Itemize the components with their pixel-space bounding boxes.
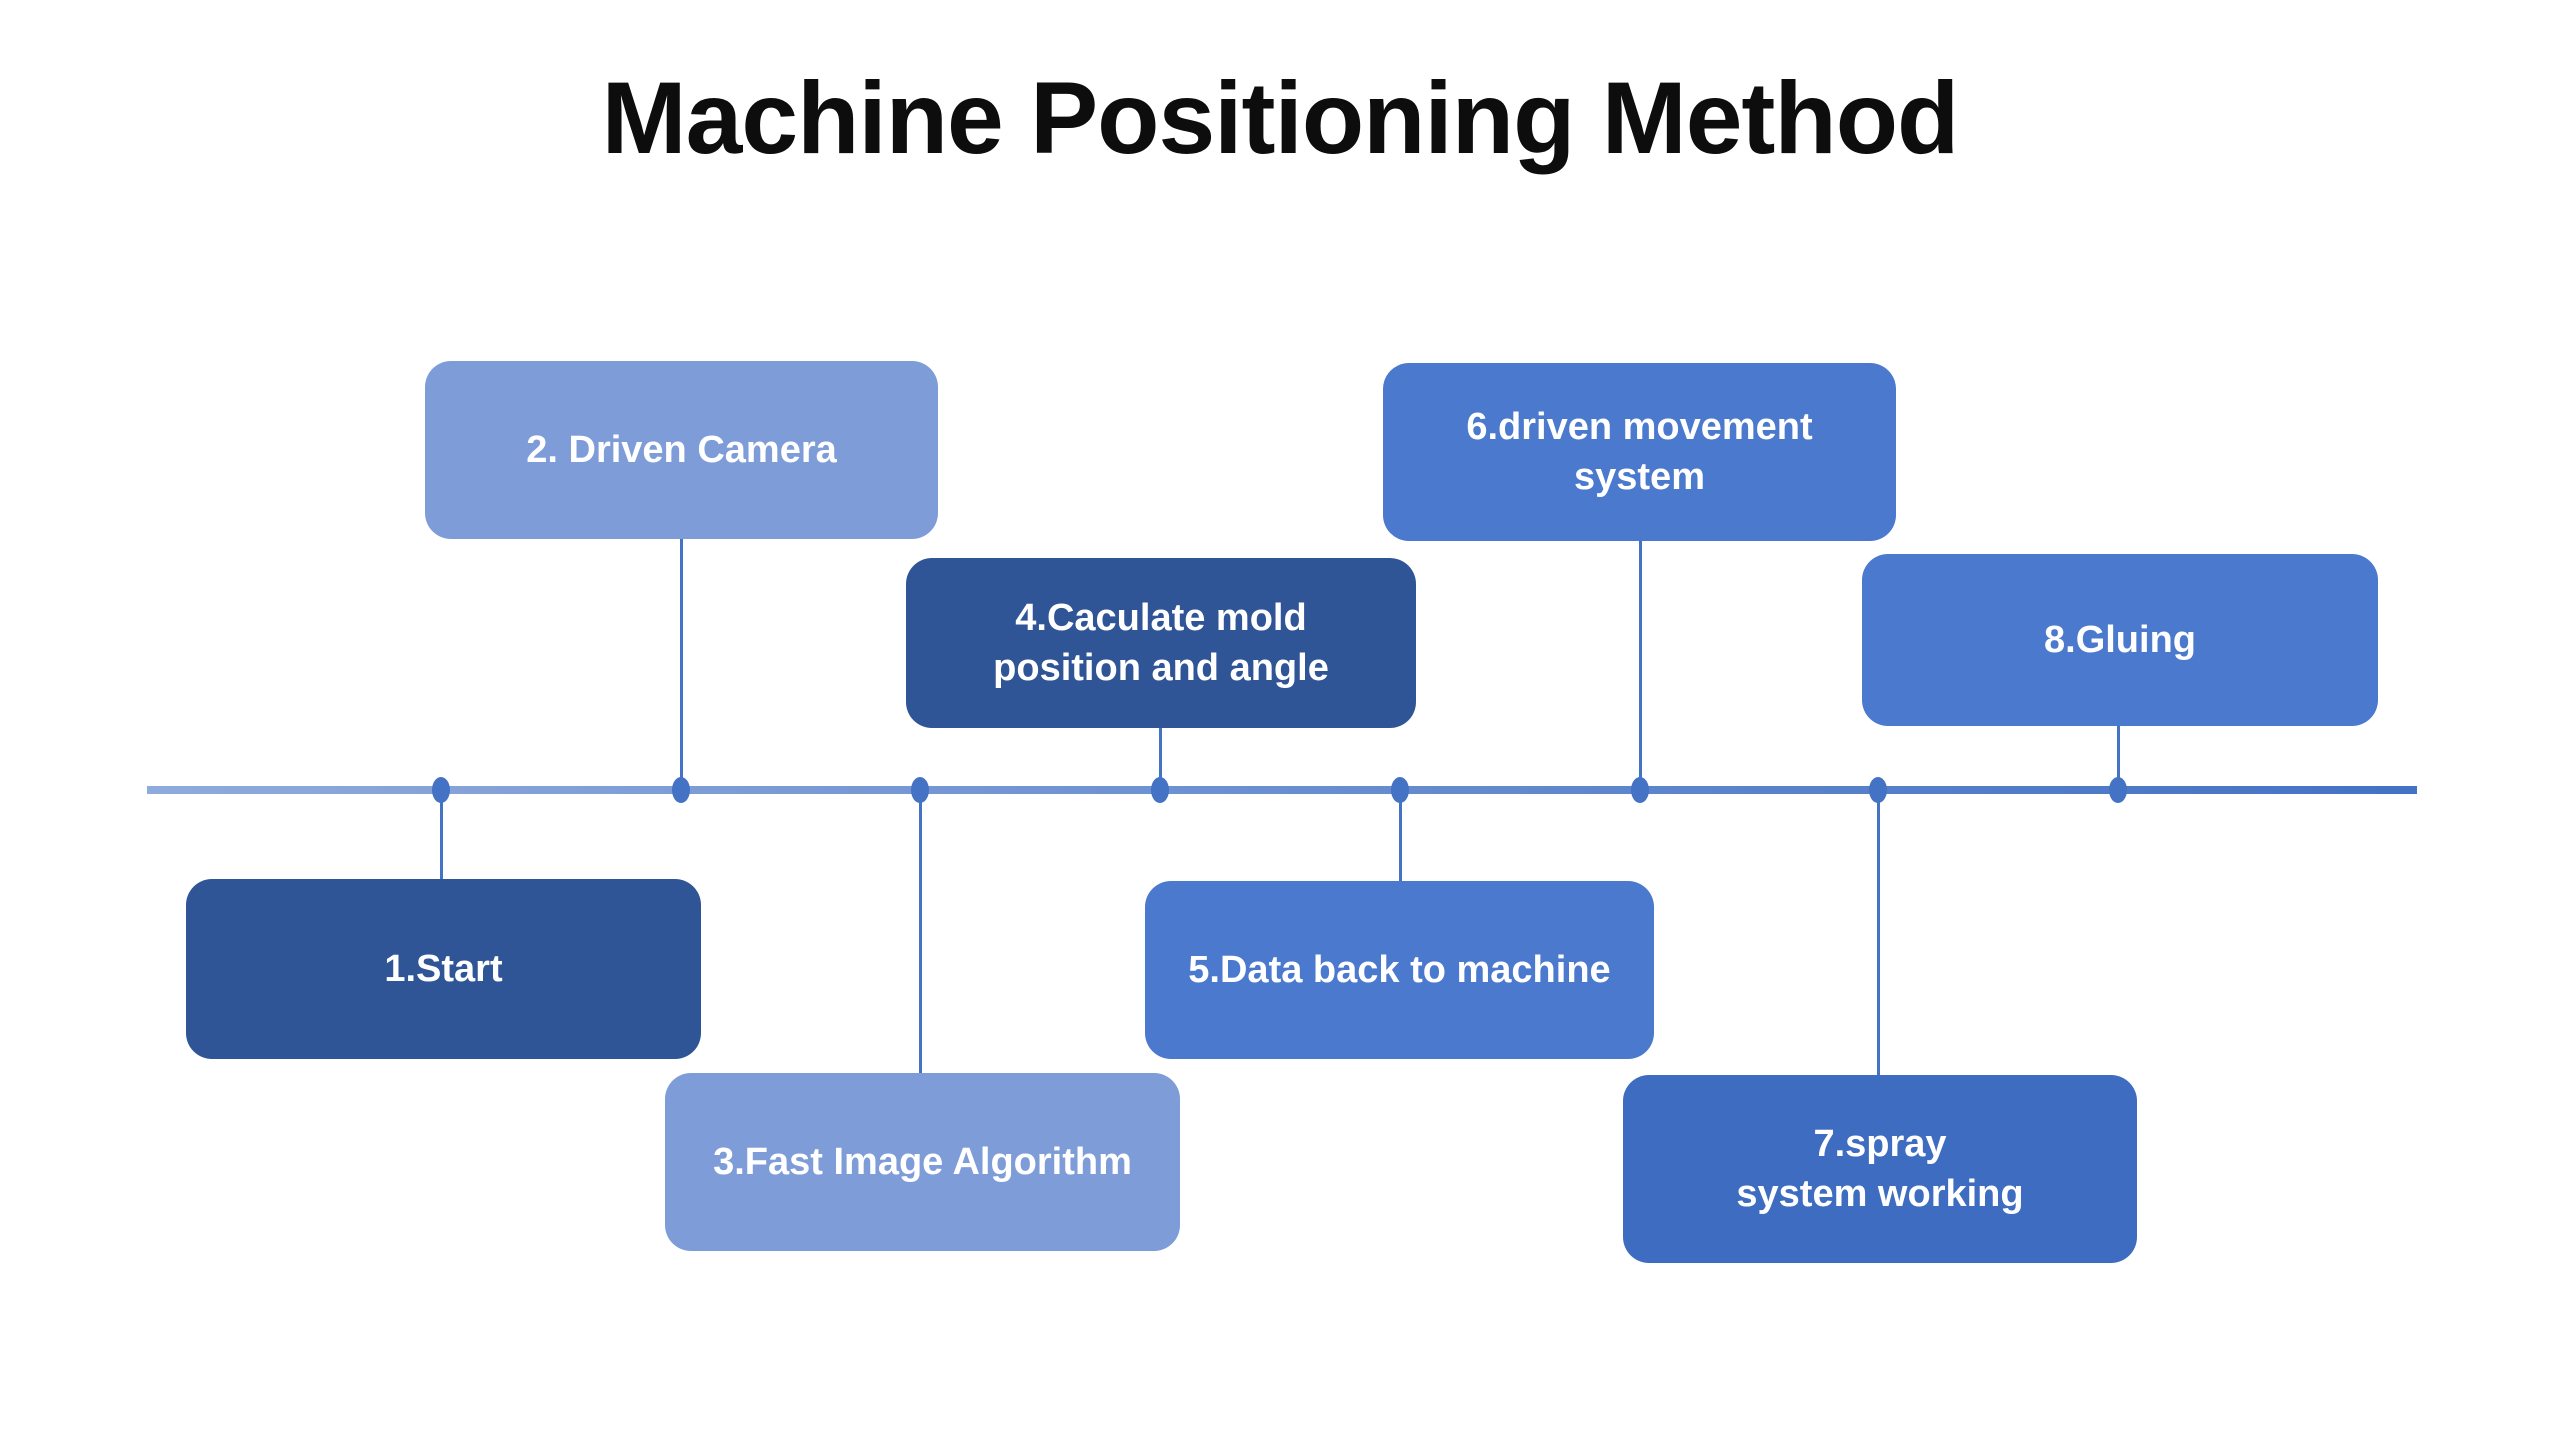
- connector-step-5: [1399, 790, 1402, 883]
- connector-step-8: [2117, 726, 2120, 790]
- timeline-dot-4: [1151, 777, 1169, 803]
- step-box-start: 1.Start: [186, 879, 701, 1059]
- step-box-fast-image-algorithm: 3.Fast Image Algorithm: [665, 1073, 1180, 1251]
- timeline-line: [147, 786, 2417, 794]
- step-box-label: 2. Driven Camera: [526, 428, 837, 471]
- step-box-driven-camera: 2. Driven Camera: [425, 361, 938, 539]
- connector-step-3: [919, 790, 922, 1075]
- timeline-dot-8: [2109, 777, 2127, 803]
- connector-step-2: [680, 539, 683, 790]
- timeline-dot-2: [672, 777, 690, 803]
- step-box-label: 7.spray system working: [1736, 1122, 2024, 1215]
- step-box-label: 3.Fast Image Algorithm: [713, 1140, 1132, 1183]
- step-box-label: 6.driven movement system: [1466, 405, 1813, 498]
- step-box-label: 4.Caculate mold position and angle: [993, 596, 1329, 689]
- step-box-data-back-to-machine: 5.Data back to machine: [1145, 881, 1654, 1059]
- step-box-label: 8.Gluing: [2044, 618, 2196, 661]
- step-box-label: 5.Data back to machine: [1188, 948, 1611, 991]
- connector-step-6: [1639, 541, 1642, 790]
- connector-step-7: [1877, 790, 1880, 1077]
- connector-step-1: [440, 790, 443, 881]
- timeline-dot-6: [1631, 777, 1649, 803]
- step-box-label: 1.Start: [384, 947, 503, 990]
- step-box-spray-system-working: 7.spray system working: [1623, 1075, 2137, 1263]
- step-box-calculate-mold-position: 4.Caculate mold position and angle: [906, 558, 1416, 728]
- step-box-driven-movement-system: 6.driven movement system: [1383, 363, 1896, 541]
- page-title: Machine Positioning Method: [601, 61, 1960, 175]
- step-box-gluing: 8.Gluing: [1862, 554, 2378, 726]
- connector-step-4: [1159, 728, 1162, 790]
